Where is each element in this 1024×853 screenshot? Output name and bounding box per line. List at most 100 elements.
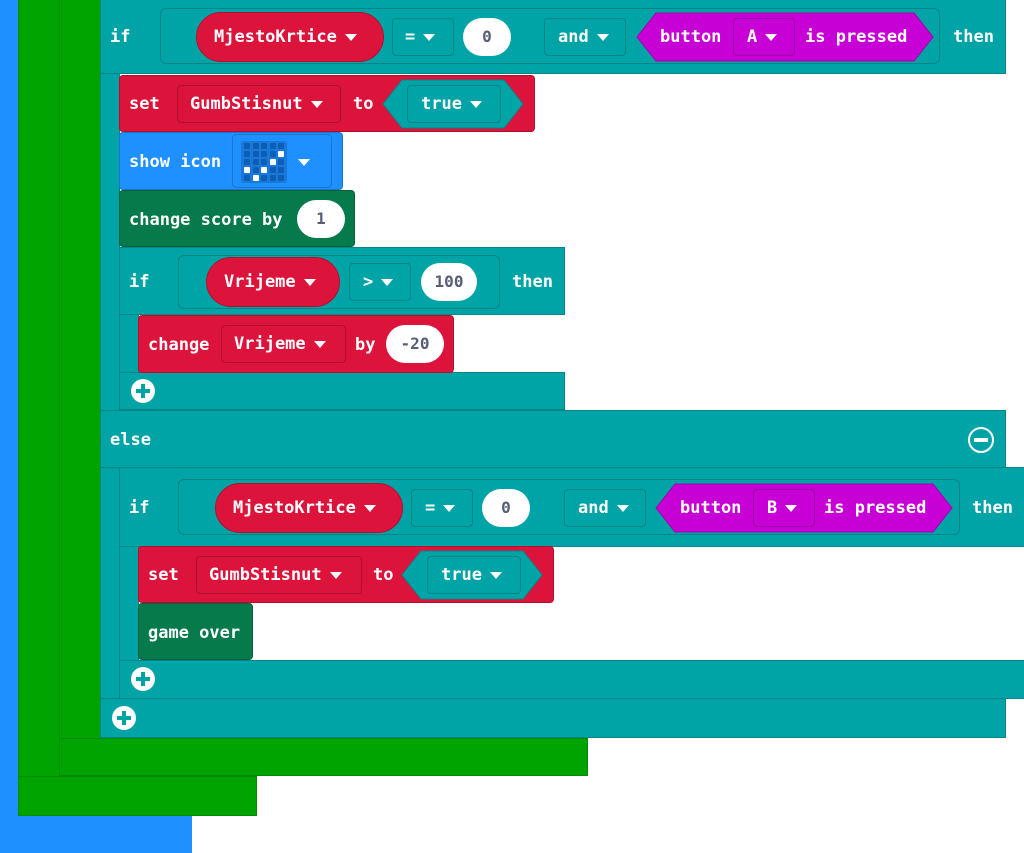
button-choice-dropdown[interactable]: B — [753, 489, 815, 527]
compare-operator-dropdown[interactable]: = — [392, 18, 454, 56]
else-row — [100, 410, 1006, 468]
if-else-footer — [100, 698, 1006, 738]
led-pixel — [278, 175, 284, 181]
button-choice: B — [767, 498, 778, 518]
score-number-input[interactable]: 1 — [297, 200, 345, 238]
inner-if-footer — [119, 372, 565, 410]
led-pixel — [278, 151, 284, 157]
variable-dropdown[interactable]: GumbStisnut — [177, 85, 341, 123]
led-pixel — [252, 167, 259, 173]
compare-operator-dropdown[interactable]: > — [349, 263, 411, 301]
chevron-down-icon — [313, 340, 326, 348]
chevron-down-icon — [298, 159, 310, 166]
compare-operator-dropdown[interactable]: = — [411, 489, 473, 527]
true-dropdown[interactable]: true — [407, 85, 501, 123]
variable-dropdown[interactable]: Vrijeme — [221, 325, 346, 363]
boolean-value: true — [441, 565, 482, 585]
number-input[interactable]: 100 — [421, 263, 477, 301]
led-pixel — [244, 151, 250, 157]
else-keyword: else — [110, 430, 151, 450]
outer-basic-block[interactable] — [0, 0, 22, 853]
led-pixel — [252, 151, 259, 157]
chevron-down-icon — [596, 33, 609, 41]
small-check-icon — [241, 141, 287, 183]
chevron-down-icon — [303, 278, 316, 286]
variable-dropdown[interactable]: GumbStisnut — [196, 556, 362, 594]
add-branch-plus-icon[interactable] — [131, 667, 155, 691]
button-label: button — [680, 498, 742, 518]
true-dropdown[interactable]: true — [427, 556, 521, 594]
change-keyword: change — [148, 335, 210, 355]
led-pixel — [261, 175, 267, 181]
led-pixel — [269, 143, 276, 149]
led-pixel — [269, 175, 276, 181]
loop-block[interactable] — [18, 0, 60, 816]
led-pixel — [244, 159, 250, 165]
operator-label: > — [363, 272, 374, 292]
chevron-down-icon — [469, 100, 482, 108]
remove-else-minus-icon[interactable] — [968, 427, 994, 453]
chevron-down-icon — [363, 504, 376, 512]
led-pixel — [278, 167, 284, 173]
if-else-block[interactable] — [100, 0, 120, 738]
led-pixel — [244, 167, 250, 173]
var-name: Vrijeme — [224, 272, 296, 292]
add-branch-plus-icon[interactable] — [131, 379, 155, 403]
chevron-down-icon — [423, 33, 436, 41]
led-pixel — [278, 143, 284, 149]
led-pixel — [269, 159, 276, 165]
button-choice-dropdown[interactable]: A — [733, 18, 795, 56]
number-input[interactable]: 0 — [482, 489, 530, 527]
var-name: GumbStisnut — [190, 94, 303, 114]
var-reporter-vrijeme[interactable]: Vrijeme — [206, 257, 340, 307]
led-pixel — [261, 151, 267, 157]
and-operator-dropdown[interactable]: and — [544, 18, 626, 56]
number-input[interactable]: 0 — [463, 18, 511, 56]
led-pixel — [244, 143, 250, 149]
led-pixel — [261, 167, 267, 173]
to-keyword: to — [353, 94, 374, 114]
loop-block-bottom — [18, 776, 257, 816]
chevron-down-icon — [344, 33, 357, 41]
number-input[interactable]: -20 — [386, 325, 444, 363]
chevron-down-icon — [381, 278, 394, 286]
and-operator-dropdown[interactable]: and — [564, 489, 646, 527]
then-keyword: then — [953, 27, 994, 47]
chevron-down-icon — [616, 504, 629, 512]
and-label: and — [578, 498, 609, 518]
led-pixel — [269, 167, 276, 173]
chevron-down-icon — [310, 100, 323, 108]
chevron-down-icon — [489, 571, 502, 579]
led-pixel — [278, 159, 284, 165]
add-branch-plus-icon[interactable] — [112, 706, 136, 730]
then-keyword: then — [512, 272, 553, 292]
var-reporter-mjestokrtice[interactable]: MjestoKrtice — [215, 483, 403, 533]
is-pressed-label: is pressed — [824, 498, 927, 518]
led-pixel — [252, 175, 259, 181]
button-label: button — [660, 27, 722, 47]
led-pixel — [269, 151, 276, 157]
chevron-down-icon — [785, 504, 798, 512]
operator-label: = — [405, 27, 416, 47]
var-name: Vrijeme — [234, 334, 306, 354]
var-name: MjestoKrtice — [214, 27, 337, 47]
game-over-block[interactable] — [138, 603, 253, 660]
and-label: and — [558, 27, 589, 47]
if-keyword: if — [129, 272, 150, 292]
then-keyword: then — [972, 498, 1013, 518]
inner-loop-block-bottom — [59, 738, 588, 776]
set-keyword: set — [129, 94, 160, 114]
boolean-value: true — [421, 94, 462, 114]
game-over-label: game over — [148, 623, 241, 643]
button-choice: A — [747, 27, 758, 47]
icon-picker-dropdown[interactable] — [232, 134, 332, 188]
is-pressed-label: is pressed — [805, 27, 908, 47]
var-reporter-mjestokrtice[interactable]: MjestoKrtice — [196, 12, 384, 62]
chevron-down-icon — [765, 33, 778, 41]
led-pixel — [261, 159, 267, 165]
var-name: GumbStisnut — [209, 565, 322, 585]
to-keyword: to — [373, 565, 394, 585]
chevron-down-icon — [443, 504, 456, 512]
led-pixel — [252, 159, 259, 165]
inner-loop-block[interactable] — [59, 0, 101, 776]
